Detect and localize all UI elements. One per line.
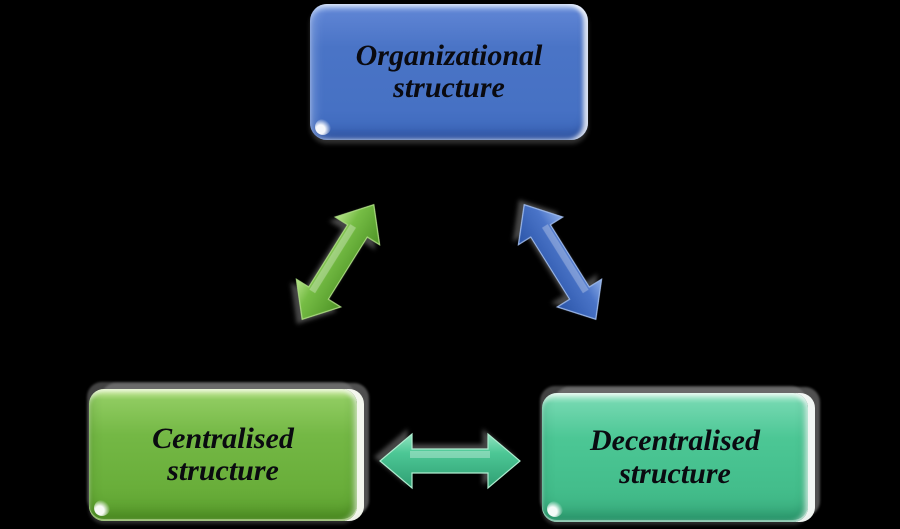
node-label: Decentralised structure [590, 425, 760, 489]
double-arrow-centralised-decentralised-icon [379, 432, 521, 490]
node-decentralised-structure: Decentralised structure [542, 393, 808, 522]
node-label-line2: structure [167, 454, 279, 487]
node-label: Organizational structure [355, 38, 543, 104]
double-arrow-organizational-centralised-icon [295, 203, 381, 321]
double-arrow-organizational-decentralised-icon [517, 203, 603, 321]
node-centralised-structure: Centralised structure [89, 389, 357, 521]
node-label-line1: Decentralised [590, 424, 760, 458]
node-label-line2: structure [619, 456, 731, 490]
node-label-line1: Centralised [152, 421, 294, 455]
node-organizational-structure: Organizational structure [310, 4, 588, 140]
node-label-line1: Organizational [355, 38, 543, 72]
node-label: Centralised structure [152, 421, 294, 487]
node-label-line2: structure [393, 71, 505, 104]
